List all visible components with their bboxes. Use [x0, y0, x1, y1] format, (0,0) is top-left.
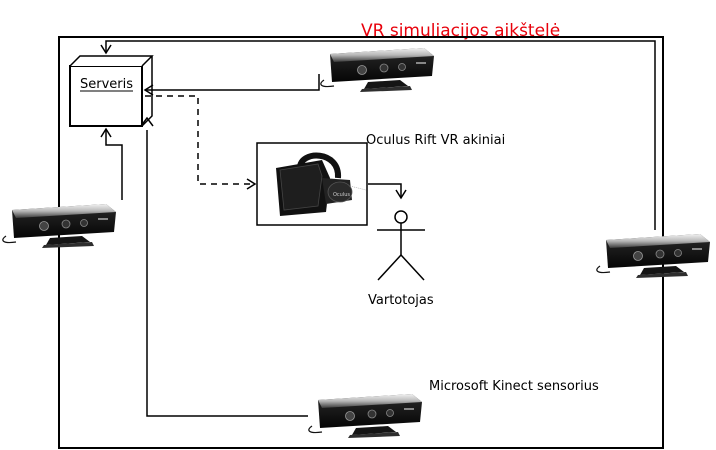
- user-actor-icon: [377, 211, 425, 280]
- headset-label: Oculus Rift VR akiniai: [366, 133, 505, 148]
- kinect-sensor-top-icon: [321, 48, 434, 92]
- headset-node: Oculus: [257, 143, 367, 225]
- server-label: Serveris: [80, 77, 133, 92]
- sensor-label: Microsoft Kinect sensorius: [429, 379, 599, 394]
- link-server-to-headset: [145, 96, 255, 184]
- headset-brand-text: Oculus: [333, 192, 350, 198]
- link-left-sensor-to-server: [106, 129, 122, 200]
- link-top-sensor-to-server: [145, 74, 319, 90]
- kinect-sensor-right-icon: [597, 234, 710, 278]
- user-label: Vartotojas: [368, 293, 434, 308]
- link-headset-to-user: [368, 184, 401, 198]
- server-node: Serveris: [70, 56, 152, 126]
- kinect-sensor-left-icon: [3, 204, 116, 248]
- kinect-sensor-bottom-icon: [309, 394, 422, 438]
